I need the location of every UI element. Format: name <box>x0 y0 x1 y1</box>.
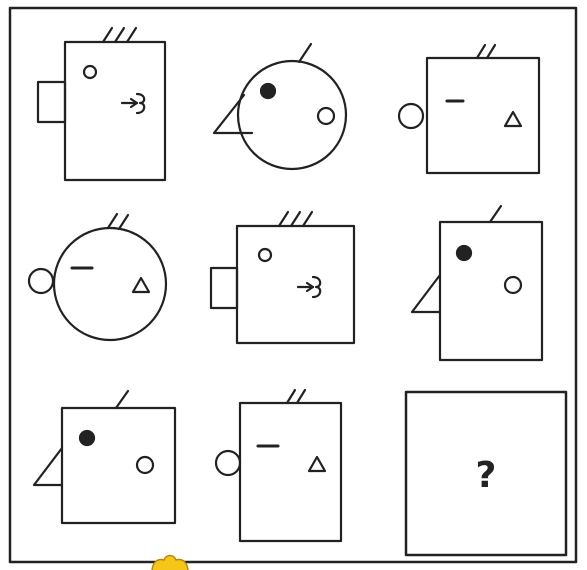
cell-9-missing: ? <box>406 392 566 555</box>
cell-6-figure <box>412 206 542 360</box>
mark-triangle <box>309 457 325 471</box>
mark-triangle <box>505 112 521 126</box>
cell-3-figure <box>399 45 539 173</box>
question-mark: ? <box>476 455 497 496</box>
cell-7-figure <box>34 391 175 523</box>
eye-circle <box>84 66 96 78</box>
mouth-beak <box>214 95 252 133</box>
mouth-circle <box>216 451 240 475</box>
hair-stroke <box>116 391 128 408</box>
hair-strokes <box>287 390 305 403</box>
mouth-circle <box>399 104 423 128</box>
hair-strokes <box>108 214 128 229</box>
face-rectangle <box>65 42 165 180</box>
bottom-decoration <box>152 556 188 570</box>
face-circle <box>54 228 166 340</box>
mouth-circle <box>29 269 53 293</box>
eye-dot <box>457 246 471 260</box>
face-rectangle <box>237 226 354 343</box>
eye-dot <box>261 84 275 98</box>
cell-5-figure <box>211 212 354 343</box>
hair-strokes <box>477 45 495 58</box>
mouth-tab <box>38 82 65 122</box>
mouth-beak <box>34 448 62 485</box>
mouth-beak <box>412 275 440 312</box>
mark-circle <box>318 108 334 124</box>
cell-2-figure <box>214 44 346 169</box>
hair-stroke <box>299 44 311 62</box>
cell-1-figure <box>38 28 165 180</box>
face-rectangle <box>62 408 175 523</box>
face-circle <box>238 61 346 169</box>
mark-circle <box>137 457 153 473</box>
arrow-swirl-icon <box>298 277 320 297</box>
mouth-tab <box>211 268 237 308</box>
cell-8-figure <box>216 390 341 541</box>
mark-circle <box>505 277 521 293</box>
face-rectangle <box>240 403 341 541</box>
eye-circle <box>259 249 271 261</box>
face-rectangle <box>427 58 539 173</box>
hair-strokes <box>279 212 312 226</box>
mark-triangle <box>133 278 149 292</box>
eye-dot <box>80 431 94 445</box>
face-rectangle <box>440 222 542 360</box>
hair-strokes <box>103 28 136 42</box>
hair-stroke <box>490 206 501 222</box>
cell-4-figure <box>29 214 166 340</box>
arrow-swirl-icon <box>122 94 144 113</box>
